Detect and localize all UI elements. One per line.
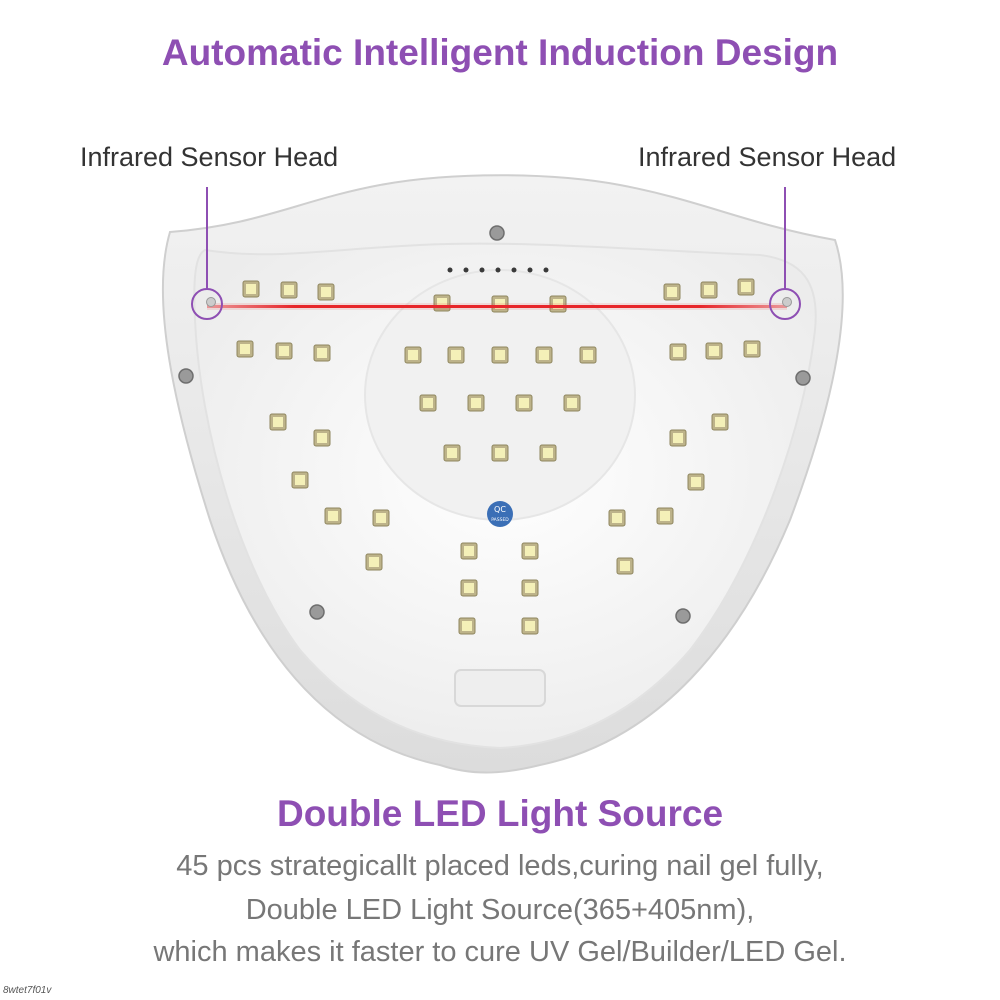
led-chip [236, 340, 254, 358]
led-chip [521, 542, 539, 560]
page-title: Automatic Intelligent Induction Design [161, 32, 839, 73]
screw-icons [178, 225, 811, 624]
led-chip [608, 509, 626, 527]
led-chip [743, 340, 761, 358]
led-chip [669, 429, 687, 447]
feature-description-line-3: which makes it faster to cure UV Gel/Bui… [153, 936, 847, 968]
led-chip [269, 413, 287, 431]
led-chip [443, 444, 461, 462]
led-chip [491, 346, 509, 364]
feature-description-line-1: 45 pcs strategicallt placed leds,curing … [176, 850, 824, 882]
led-chip [313, 344, 331, 362]
indicator-dots [447, 267, 549, 273]
infrared-beam [207, 305, 787, 308]
led-chip [419, 394, 437, 412]
led-chip [535, 346, 553, 364]
led-chip [280, 281, 298, 299]
led-chip [467, 394, 485, 412]
led-chip [711, 413, 729, 431]
qc-passed-badge: QC PASSED [487, 501, 513, 527]
led-chip [563, 394, 581, 412]
led-chip [324, 507, 342, 525]
led-chip [705, 342, 723, 360]
qc-badge-line2: PASSED [491, 517, 509, 523]
hand-slot [454, 669, 546, 707]
led-chip [669, 343, 687, 361]
led-chip [313, 429, 331, 447]
led-chip [458, 617, 476, 635]
led-chip [521, 579, 539, 597]
led-chip [365, 553, 383, 571]
led-chip [242, 280, 260, 298]
led-chip [460, 542, 478, 560]
led-chip [687, 473, 705, 491]
feature-description-line-2: Double LED Light Source(365+405nm), [245, 894, 755, 926]
led-chip [447, 346, 465, 364]
feature-title: Double LED Light Source [276, 793, 724, 834]
led-chip [317, 283, 335, 301]
led-chip [291, 471, 309, 489]
led-chip [460, 579, 478, 597]
led-chip [700, 281, 718, 299]
led-chip [275, 342, 293, 360]
led-chip [663, 283, 681, 301]
watermark-code: 8wtet7f01v [3, 985, 52, 996]
sensor-label-right: Infrared Sensor Head [638, 142, 897, 172]
led-array [236, 278, 761, 635]
led-chip [372, 509, 390, 527]
led-chip [539, 444, 557, 462]
led-chip [737, 278, 755, 296]
led-chip [491, 444, 509, 462]
led-chip [616, 557, 634, 575]
led-chip [656, 507, 674, 525]
led-chip [404, 346, 422, 364]
sensor-label-left: Infrared Sensor Head [80, 142, 339, 172]
led-chip [515, 394, 533, 412]
led-chip [579, 346, 597, 364]
led-chip [521, 617, 539, 635]
qc-badge-line1: QC [494, 505, 506, 514]
